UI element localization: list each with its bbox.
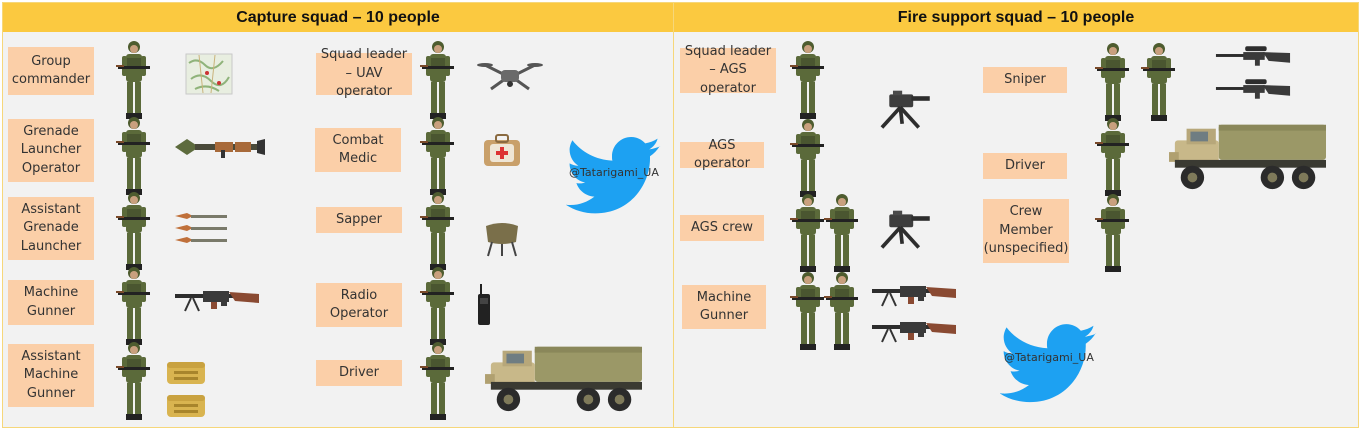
soldier-figure-icon xyxy=(114,116,154,196)
soldier-figure-icon xyxy=(1093,193,1133,273)
soldier-figure-icon xyxy=(788,40,828,120)
ammo-box-icon xyxy=(166,359,206,385)
capture-squad-panel: Capture squad – 10 people Group commande… xyxy=(2,2,674,428)
fire-support-squad-panel: Fire support squad – 10 people Squad lea… xyxy=(673,2,1359,428)
role-combat-medic: Combat Medic xyxy=(315,128,401,172)
role-driver: Driver xyxy=(983,153,1067,179)
map-icon xyxy=(185,53,233,95)
machine-gun-icon xyxy=(870,280,960,310)
machine-gun-icon xyxy=(870,316,960,346)
soldier-figure-icon xyxy=(788,118,828,198)
twitter-bird-icon xyxy=(1000,321,1098,409)
sniper-rifle-icon xyxy=(1214,43,1292,67)
soldier-figure-icon xyxy=(1139,42,1179,122)
role-machine-gunner: Machine Gunner xyxy=(682,285,766,329)
grenade-launcher-tripod-icon xyxy=(874,207,934,253)
role-squad-leader-ags: Squad leader – AGS operator xyxy=(680,44,776,96)
drone-icon xyxy=(477,63,543,91)
role-assistant-grenade-launcher: Assistant Grenade Launcher xyxy=(8,197,94,260)
medical-bag-icon xyxy=(484,134,520,166)
soldier-figure-icon xyxy=(114,191,154,271)
rpg-launcher-icon xyxy=(175,139,265,158)
role-ags-operator: AGS operator xyxy=(680,138,764,171)
ammo-box-icon xyxy=(166,392,206,418)
capture-squad-title: Capture squad – 10 people xyxy=(3,3,673,32)
soldier-figure-icon xyxy=(822,271,862,351)
role-group-commander: Group commander xyxy=(8,47,94,95)
rpg-grenades-icon xyxy=(175,213,227,243)
role-grenade-launcher-operator: Grenade Launcher Operator xyxy=(8,119,94,182)
truck-icon xyxy=(481,339,647,417)
watermark-handle: @Tatarigami_UA xyxy=(1004,351,1094,364)
role-squad-leader-uav: Squad leader – UAV operator xyxy=(316,47,412,99)
role-sniper: Sniper xyxy=(983,67,1067,93)
truck-icon xyxy=(1164,117,1332,195)
mine-icon xyxy=(486,223,518,257)
soldier-figure-icon xyxy=(1093,117,1133,197)
soldier-figure-icon xyxy=(1093,42,1133,122)
soldier-figure-icon xyxy=(114,40,154,120)
radio-icon xyxy=(478,284,490,325)
role-crew-member: Crew Member (unspecified) xyxy=(983,199,1069,263)
role-radio-operator: Radio Operator xyxy=(316,283,402,327)
soldier-figure-icon xyxy=(418,116,458,196)
fire-support-squad-title: Fire support squad – 10 people xyxy=(674,3,1358,32)
grenade-launcher-tripod-icon xyxy=(874,87,934,133)
soldier-figure-icon xyxy=(114,341,154,421)
soldier-figure-icon xyxy=(822,193,862,273)
soldier-figure-icon xyxy=(418,266,458,346)
soldier-figure-icon xyxy=(418,40,458,120)
role-ags-crew: AGS crew xyxy=(680,215,764,241)
watermark-handle: @Tatarigami_UA xyxy=(569,166,659,179)
soldier-figure-icon xyxy=(418,191,458,271)
sniper-rifle-icon xyxy=(1214,76,1292,100)
soldier-figure-icon xyxy=(114,266,154,346)
role-assistant-machine-gunner: Assistant Machine Gunner xyxy=(8,344,94,407)
machine-gun-icon xyxy=(173,285,263,315)
role-driver: Driver xyxy=(316,360,402,386)
role-machine-gunner: Machine Gunner xyxy=(8,280,94,325)
role-sapper: Sapper xyxy=(316,207,402,233)
soldier-figure-icon xyxy=(418,341,458,421)
